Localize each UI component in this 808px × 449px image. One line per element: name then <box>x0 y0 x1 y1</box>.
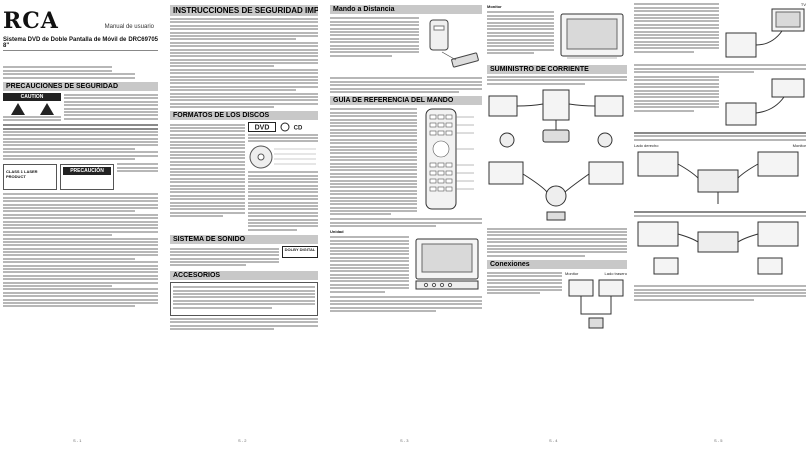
label-monitor: Monitor <box>565 270 579 276</box>
unit-heading: Unidad <box>330 229 344 235</box>
page-number: S - 2 <box>238 438 247 443</box>
column-remote: Mando a Distancia GUÍA DE REFERENCIA DEL… <box>330 2 482 447</box>
monitor-heading: Monitor <box>487 4 502 9</box>
text-line <box>3 76 135 79</box>
model-number: DRC69705 <box>128 37 158 43</box>
text-line <box>3 66 112 69</box>
cd-logo-icon: CD <box>280 122 303 132</box>
text-line <box>3 69 112 72</box>
game-console-diagram <box>637 151 799 204</box>
disc-diagram <box>249 145 316 169</box>
column-connections: TV Lado derecho Monitor <box>634 2 806 447</box>
connection-diagram <box>568 279 624 329</box>
laser-label-box: CLASS 1 LASER PRODUCT <box>3 164 57 191</box>
precaution-box: PRECAUCIÓN <box>60 164 114 191</box>
product-title: Sistema DVD de Doble Pantalla de Móvil d… <box>3 37 127 49</box>
page-number: S - 1 <box>73 438 82 443</box>
text-line <box>3 119 61 122</box>
section-heading-safety: INSTRUCCIONES DE SEGURIDAD IMPORTANTES <box>170 5 318 16</box>
text-line <box>3 115 61 118</box>
section-heading-connections: Conexiones <box>487 259 627 269</box>
section-heading-remote: Mando a Distancia <box>330 5 482 14</box>
unit-diagram <box>415 238 479 290</box>
product-line: Sistema DVD de Doble Pantalla de Móvil d… <box>3 37 158 51</box>
svg-text:DVD: DVD <box>255 125 270 132</box>
amplifier-connection-diagram <box>725 78 805 126</box>
power-connection-diagram <box>488 89 624 148</box>
label-tv: TV <box>800 2 806 7</box>
label-rear: Lado trasero <box>604 270 627 276</box>
remote-battery-diagram <box>429 19 479 68</box>
column-power: Monitor SUMINISTRO DE CORRIENTE <box>487 2 627 447</box>
section-heading-caution: PRECAUCIONES DE SEGURIDAD <box>3 81 158 91</box>
accessories-box <box>170 281 318 316</box>
section-heading-accessories: ACCESORIOS <box>170 270 318 280</box>
page-number: S - 4 <box>549 438 558 443</box>
column-cover: RCA Manual de usuario Sistema DVD de Dob… <box>3 2 158 447</box>
section-heading-power: SUMINISTRO DE CORRIENTE <box>487 65 627 74</box>
section-heading-guide: GUÍA DE REFERENCIA DEL MANDO <box>330 95 482 105</box>
caution-badge: CAUTION <box>3 92 61 101</box>
precaution-badge: PRECAUCIÓN <box>63 167 111 176</box>
column-safety: INSTRUCCIONES DE SEGURIDAD IMPORTANTES F… <box>170 2 318 447</box>
warning-triangle-icon <box>10 102 25 115</box>
label-rear-2: Lado derecho <box>634 142 659 148</box>
manual-label: Manual de usuario <box>104 24 154 30</box>
rca-logo: RCA <box>3 8 59 34</box>
section-heading-formats: FORMATOS DE LOS DISCOS <box>170 111 318 121</box>
svg-text:CD: CD <box>294 126 303 132</box>
monitor-diagram <box>560 13 624 59</box>
caution-graphic: CAUTION <box>3 92 61 123</box>
dvd-logo-icon: DVD <box>248 122 276 133</box>
text-line <box>3 73 135 76</box>
laser-label: CLASS 1 LASER PRODUCT <box>6 169 38 180</box>
car-power-diagram <box>488 161 624 221</box>
dolby-logo-icon: DOLBY DIGITAL <box>282 246 318 259</box>
label-monitor-2: Monitor <box>792 142 806 148</box>
tv-connection-diagram <box>725 8 805 58</box>
section-heading-sound: SISTEMA DE SONIDO <box>170 235 318 245</box>
lightning-icon <box>39 102 54 115</box>
page-number: S - 3 <box>400 438 409 443</box>
remote-control-diagram <box>425 108 474 210</box>
dual-monitor-diagram <box>637 221 799 275</box>
page-number: S - 5 <box>714 438 723 443</box>
